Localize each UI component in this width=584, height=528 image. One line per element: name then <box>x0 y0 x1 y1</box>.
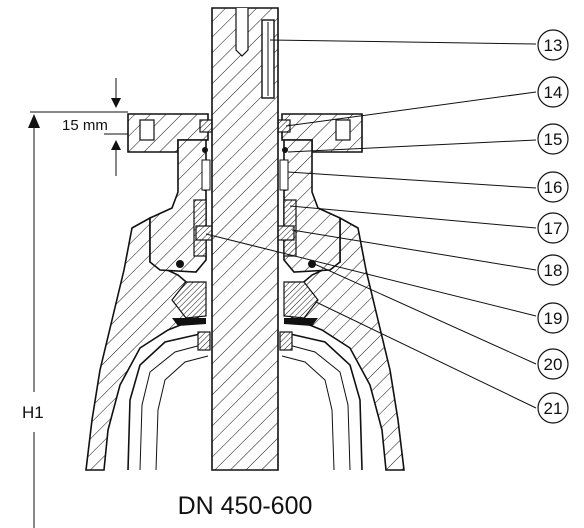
body-cavity-left <box>127 333 201 471</box>
callout-18: 18 <box>537 254 569 286</box>
callout-13: 13 <box>537 29 569 61</box>
lower-seal <box>171 281 319 351</box>
callout-20: 20 <box>537 348 569 380</box>
body-cavity-right <box>289 333 363 471</box>
svg-text:20: 20 <box>544 355 563 374</box>
height-label: H1 <box>22 403 44 422</box>
dimension-label: 15 mm <box>62 117 108 134</box>
dimension-15mm: 15 mm <box>62 78 128 176</box>
svg-text:17: 17 <box>544 219 563 238</box>
callout-16: 16 <box>537 171 569 203</box>
height-dimension: H1 <box>22 111 108 528</box>
svg-text:18: 18 <box>544 261 563 280</box>
callout-15: 15 <box>537 123 569 155</box>
seal-stack <box>176 119 316 268</box>
svg-text:19: 19 <box>544 309 563 328</box>
svg-text:14: 14 <box>544 83 563 102</box>
svg-text:21: 21 <box>544 399 563 418</box>
svg-text:13: 13 <box>544 36 563 55</box>
svg-text:16: 16 <box>544 178 563 197</box>
callout-17: 17 <box>537 212 569 244</box>
stem-shaft <box>211 7 279 471</box>
callouts: 13 14 15 16 17 18 19 20 <box>205 29 569 424</box>
stem <box>211 7 279 471</box>
drawing-title: DN 450-600 <box>178 492 313 520</box>
callout-14: 14 <box>537 76 569 108</box>
callout-19: 19 <box>537 302 569 334</box>
svg-text:15: 15 <box>544 130 563 149</box>
callout-21: 21 <box>537 392 569 424</box>
